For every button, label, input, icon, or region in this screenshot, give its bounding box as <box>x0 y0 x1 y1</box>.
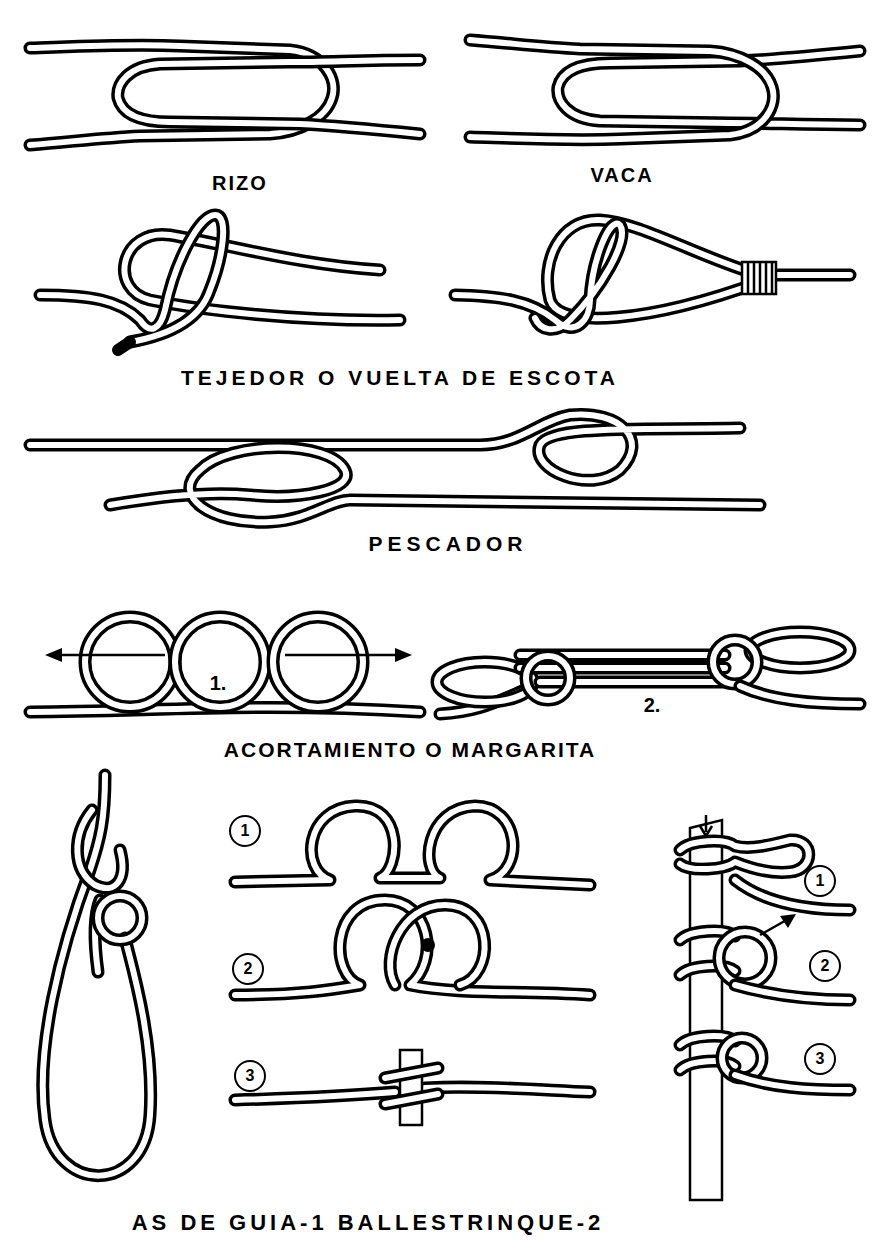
knot-name: ACORTAMIENTO O MARGARITA <box>224 738 596 762</box>
callout-number: 2 <box>232 953 264 985</box>
callout-number: 3 <box>804 1043 836 1075</box>
knot-name: PESCADOR <box>368 532 527 556</box>
knot-name: 2. <box>644 694 661 717</box>
knot-name: VACA <box>590 164 653 187</box>
knot-name: 1. <box>210 672 227 695</box>
knot-name: TEJEDOR O VUELTA DE ESCOTA <box>181 366 619 390</box>
knot-name: RIZO <box>212 172 268 195</box>
callout-number: 1 <box>804 865 836 897</box>
callout-number: 3 <box>234 1060 266 1092</box>
callout-number: 2 <box>809 950 841 982</box>
callout-number: 1 <box>229 815 261 847</box>
knot-name: AS DE GUIA-1 BALLESTRINQUE-2 <box>132 1210 605 1236</box>
